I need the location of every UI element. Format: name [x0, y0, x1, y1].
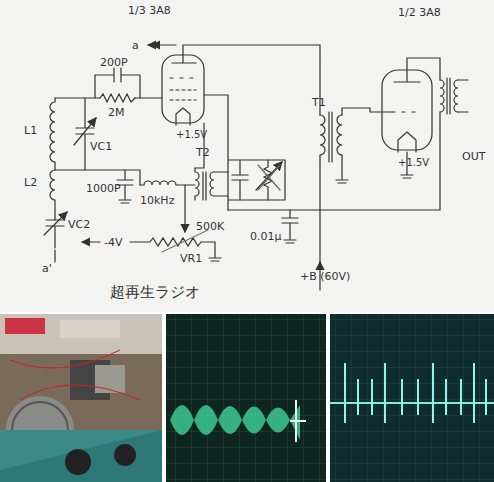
scope-photo: [330, 314, 494, 482]
pulse-trace: [357, 379, 359, 415]
capacitor-value: 1000P: [86, 182, 121, 195]
frequency-label: 10kHz: [140, 194, 174, 207]
paper: [0, 0, 494, 312]
pulse-trace: [473, 363, 475, 423]
resistor-value: 500K: [196, 220, 224, 233]
tube-label: 1/3 3A8: [128, 4, 171, 17]
output-label: OUT: [462, 150, 485, 163]
pulse-trace: [445, 379, 447, 415]
capacitor-value: 0.01μ: [250, 230, 282, 243]
pulse-trace: [485, 379, 487, 415]
pulse-trace: [371, 379, 373, 415]
scope-photo: [166, 314, 326, 482]
capacitor-name: VC2: [68, 218, 90, 231]
capacitor-name: VC1: [90, 140, 112, 153]
resistor-name: VR1: [180, 252, 202, 265]
signal-name: a': [42, 262, 52, 275]
pulse-trace: [344, 363, 346, 423]
circuit-photo: [0, 314, 162, 482]
capacitor-value: 200P: [100, 56, 128, 69]
resistor-value: 2M: [108, 106, 125, 119]
transformer-name: T1: [312, 96, 326, 109]
voltage-label: -4V: [104, 236, 123, 249]
pulse-trace: [460, 379, 462, 415]
supply-label: +B (60V): [300, 270, 350, 283]
coil-name: L1: [24, 124, 37, 137]
voltage-label: +1.5V: [398, 156, 429, 169]
coil-name: L2: [24, 176, 37, 189]
title-text: 超再生ラジオ: [110, 286, 200, 299]
pulse-trace: [417, 379, 419, 415]
voltage-label: +1.5V: [176, 128, 207, 141]
tube-envelope: [162, 55, 204, 123]
pulse-trace: [401, 379, 403, 415]
wiring: [44, 45, 468, 290]
pulse-trace: [432, 363, 434, 423]
signal-name: a: [132, 39, 139, 52]
tube-label: 1/2 3A8: [398, 6, 441, 19]
transformer-name: T2: [196, 146, 210, 159]
pulse-trace: [384, 363, 386, 423]
